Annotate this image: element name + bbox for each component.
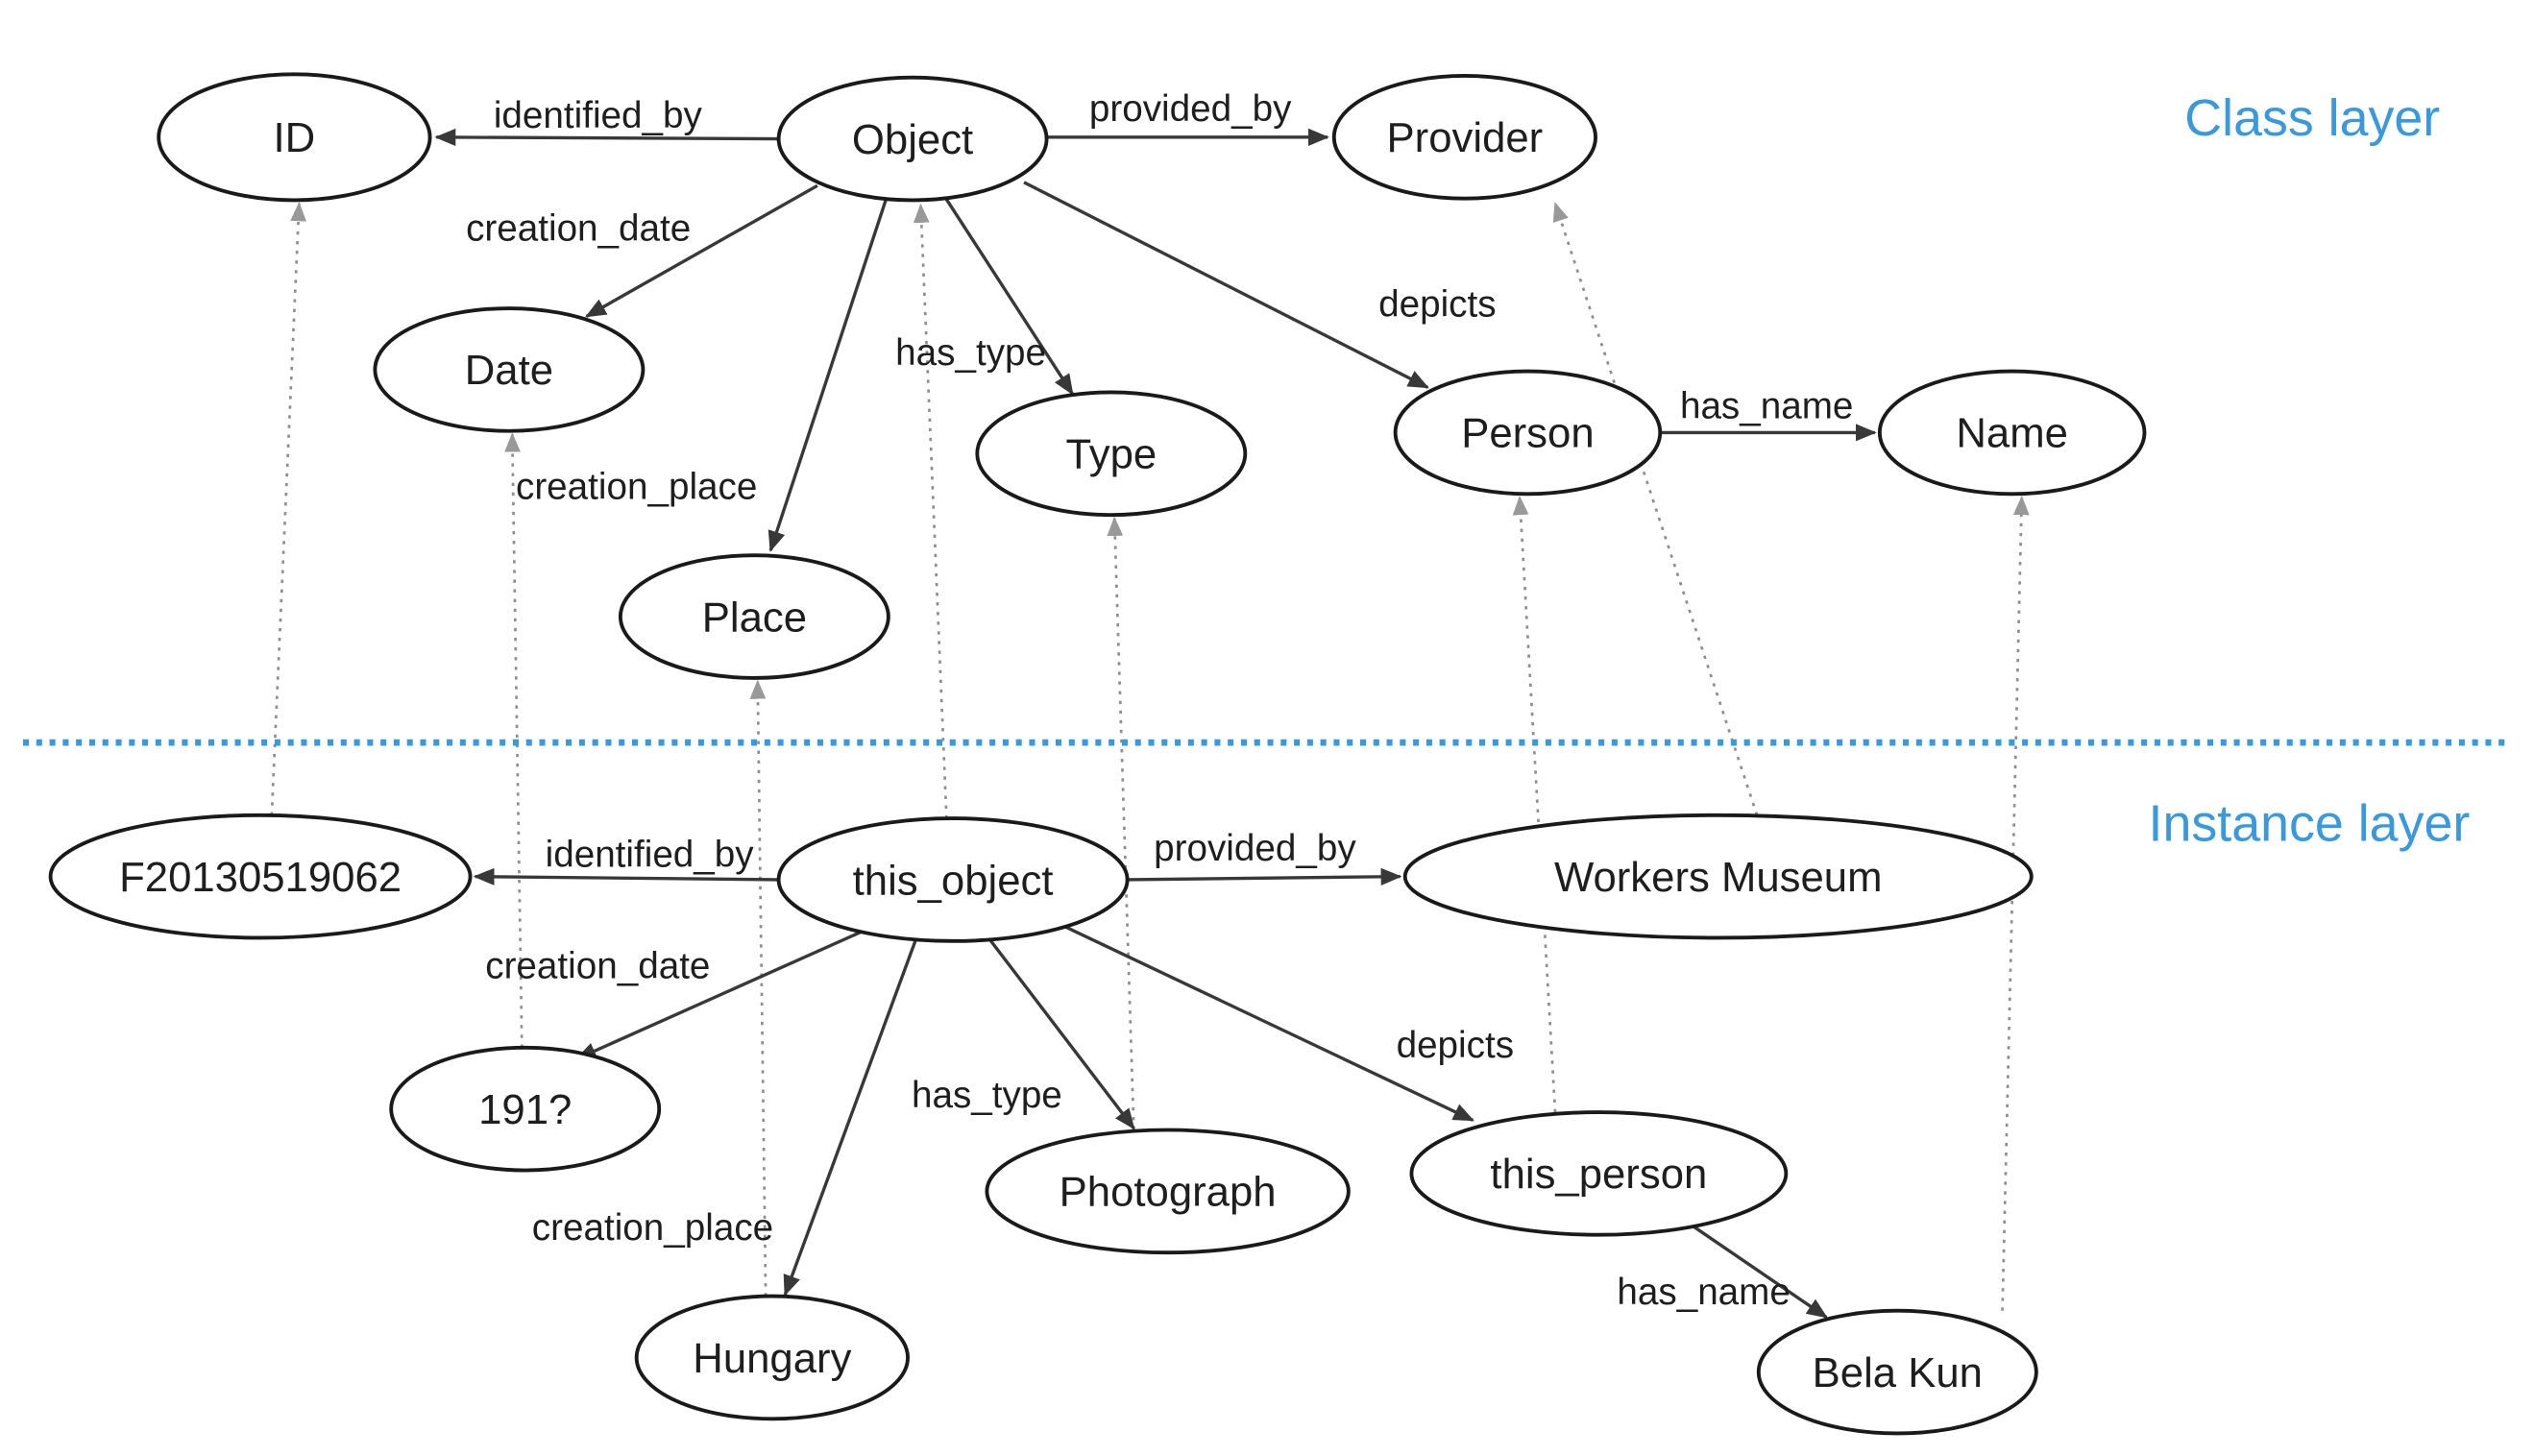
node-191: 191? (389, 1045, 662, 1173)
instance-of-edge-this_person-to-person (1512, 495, 1557, 1113)
instance-of-edge-hungary-to-place (749, 679, 768, 1297)
edge-object-date (584, 183, 818, 318)
node-label-name: Name (1956, 410, 2068, 457)
node-provider: Provider (1331, 74, 1597, 201)
node-label-hungary: Hungary (693, 1335, 851, 1382)
edge-label-has_name: has_name (1680, 385, 1853, 426)
node-id: ID (157, 72, 432, 203)
node-ellipse-id (157, 72, 432, 203)
node-name: Name (1877, 369, 2147, 497)
edge-this_object-this_person (1057, 921, 1474, 1122)
node-label-photograph: Photograph (1060, 1169, 1277, 1216)
node-photograph: Photograph (985, 1128, 1351, 1255)
edge-label-has_type: has_type (895, 332, 1046, 374)
edge-this_person-bela_kun (1688, 1222, 1828, 1319)
node-ellipse-this_person (1409, 1110, 1789, 1237)
edge-label-creation_place: creation_place (516, 466, 757, 507)
edge-label-provided_by: provided_by (1089, 88, 1292, 130)
node-workers_museum: Workers Museum (1402, 813, 2034, 940)
node-type: Type (975, 390, 1248, 518)
edge-this_object-photograph (987, 936, 1135, 1130)
edge-this_object-workers_museum (1127, 867, 1402, 886)
edge-label-identified_by: identified_by (546, 835, 755, 876)
edge-label-creation_place: creation_place (532, 1207, 773, 1249)
node-label-f20130519062: F20130519062 (119, 854, 402, 901)
node-ellipse-this_object (776, 816, 1130, 943)
node-ellipse-provider (1331, 74, 1597, 201)
edge-object-type (943, 196, 1074, 396)
edge-object-person (1023, 181, 1429, 389)
node-bela_kun: Bela Kun (1756, 1308, 2038, 1436)
node-this_person: this_person (1409, 1110, 1789, 1237)
instance-of-edge-f20130519062-to-id (270, 202, 306, 815)
node-label-bela_kun: Bela Kun (1813, 1349, 1983, 1396)
edge-object-place (768, 196, 889, 552)
instance-layer-label: Instance layer (2149, 795, 2471, 853)
instance-of-edge-bela_kun-to-name (2001, 495, 2030, 1311)
edge-label-depicts: depicts (1378, 283, 1496, 325)
node-label-workers_museum: Workers Museum (1554, 854, 1882, 901)
edge-label-has_type: has_type (912, 1075, 1062, 1116)
edge-label-has_name: has_name (1617, 1272, 1790, 1313)
node-person: Person (1393, 369, 1663, 497)
edge-this_object-191 (574, 928, 867, 1061)
node-place: Place (618, 553, 890, 680)
edge-object-id (434, 128, 779, 147)
node-ellipse-object (776, 75, 1049, 203)
node-label-type: Type (1065, 431, 1157, 478)
edge-label-creation_date: creation_date (485, 946, 710, 987)
node-ellipse-f20130519062 (48, 813, 473, 940)
node-ellipse-bela_kun (1756, 1308, 2038, 1436)
node-ellipse-person (1393, 369, 1663, 497)
node-label-place: Place (702, 594, 807, 641)
node-label-object: Object (852, 116, 973, 163)
node-this_object: this_object (776, 816, 1130, 943)
node-ellipse-place (618, 553, 890, 680)
edge-label-depicts: depicts (1397, 1025, 1514, 1066)
edge-label-identified_by: identified_by (494, 95, 703, 136)
node-f20130519062: F20130519062 (48, 813, 473, 940)
node-ellipse-workers_museum (1402, 813, 2034, 940)
instance-of-edge-this_object-to-object (913, 203, 948, 819)
instance-of-edge-photograph-to-type (1107, 516, 1135, 1130)
node-ellipse-name (1877, 369, 2147, 497)
node-label-191: 191? (478, 1086, 572, 1133)
class-layer-label: Class layer (2184, 89, 2440, 147)
node-label-provider: Provider (1387, 114, 1544, 161)
node-ellipse-photograph (985, 1128, 1351, 1255)
node-ellipse-191 (389, 1045, 662, 1173)
node-label-date: Date (465, 347, 553, 394)
edge-label-provided_by: provided_by (1154, 828, 1356, 869)
edge-this_object-f20130519062 (473, 867, 779, 886)
edge-label-creation_date: creation_date (466, 207, 691, 249)
node-label-person: Person (1461, 410, 1594, 457)
node-ellipse-date (373, 306, 646, 433)
node-ellipse-hungary (634, 1294, 910, 1421)
instance-of-edge-workers_museum-to-provider (1552, 202, 1759, 816)
node-label-this_object: this_object (853, 857, 1054, 904)
node-hungary: Hungary (634, 1294, 910, 1421)
node-object: Object (776, 75, 1049, 203)
edge-this_object-hungary (783, 938, 918, 1297)
node-label-id: ID (274, 114, 316, 161)
node-ellipse-type (975, 390, 1248, 518)
node-date: Date (373, 306, 646, 433)
node-label-this_person: this_person (1490, 1151, 1707, 1198)
